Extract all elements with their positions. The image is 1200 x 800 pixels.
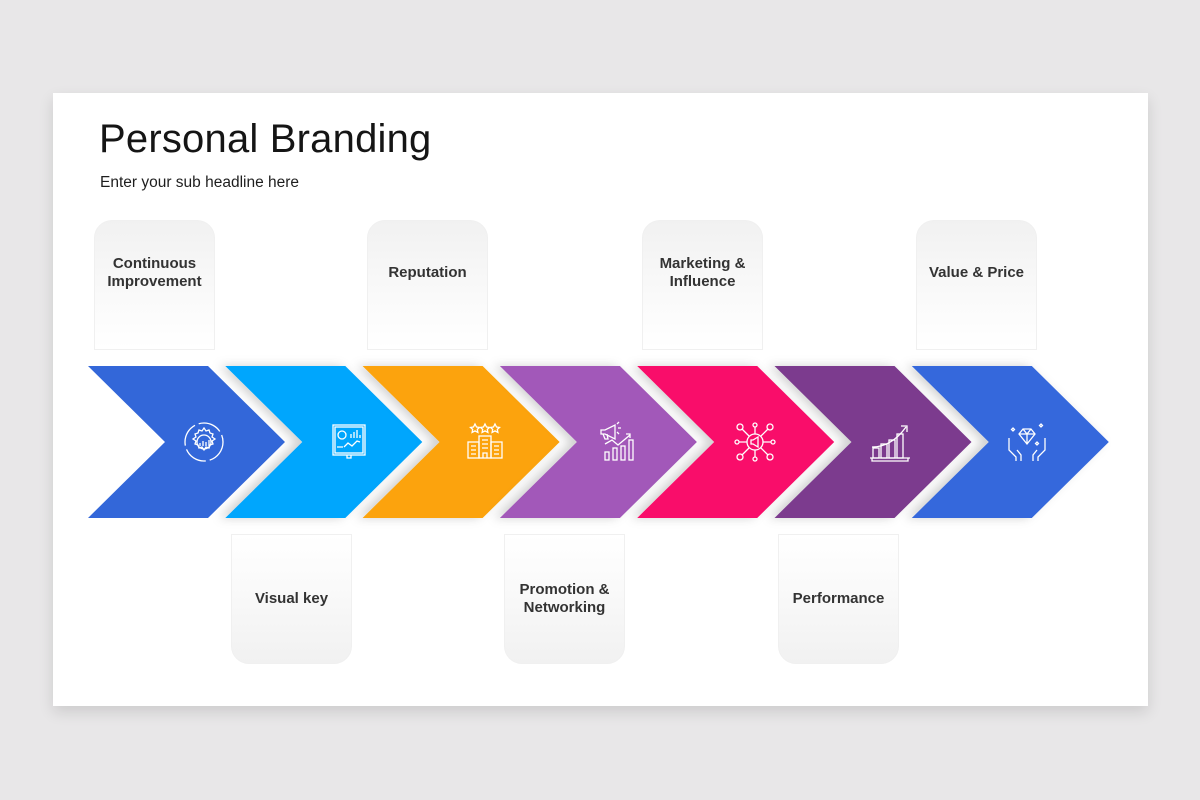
- chevron-process: [88, 366, 1109, 518]
- chevron-step-6: [774, 366, 972, 518]
- slide-title: Personal Branding: [99, 117, 432, 161]
- chevron-step-5: [637, 366, 835, 518]
- step-label: Marketing & Influence: [659, 255, 746, 290]
- chevron-step-3: [362, 366, 560, 518]
- step-card-visual-key: Visual key: [231, 534, 352, 664]
- step-card-reputation: Reputation: [367, 220, 488, 350]
- step-card-promotion-networking: Promotion & Networking: [504, 534, 625, 664]
- megaphone-network-icon: [734, 422, 776, 462]
- chevron-step-1: [88, 366, 285, 518]
- slide-subtitle: Enter your sub headline here: [100, 174, 300, 191]
- megaphone-growth-icon: [600, 421, 634, 461]
- chevron-step-2: [225, 366, 423, 518]
- step-label: Reputation: [388, 264, 467, 281]
- step-label: Value & Price: [928, 264, 1025, 281]
- chevron-step-7: [911, 366, 1109, 518]
- step-card-value-price: Value & Price: [916, 220, 1037, 350]
- rated-building-icon: [467, 422, 503, 459]
- gear-chart-cycle-icon: [184, 422, 224, 462]
- step-label: Visual key: [254, 590, 329, 607]
- step-label: Continuous Improvement: [107, 255, 202, 290]
- diamond-hands-icon: [1008, 423, 1046, 461]
- step-card-marketing-influence: Marketing & Influence: [642, 220, 763, 350]
- slide: Personal Branding Enter your sub headlin…: [53, 93, 1148, 706]
- step-card-continuous-improvement: Continuous Improvement: [94, 220, 215, 350]
- step-card-performance: Performance: [778, 534, 899, 664]
- step-label: Performance: [792, 590, 885, 607]
- step-label: Promotion & Networking: [519, 581, 610, 616]
- chevron-step-4: [499, 366, 697, 518]
- presentation-board-icon: [332, 424, 366, 459]
- rising-bar-chart-icon: [870, 425, 910, 462]
